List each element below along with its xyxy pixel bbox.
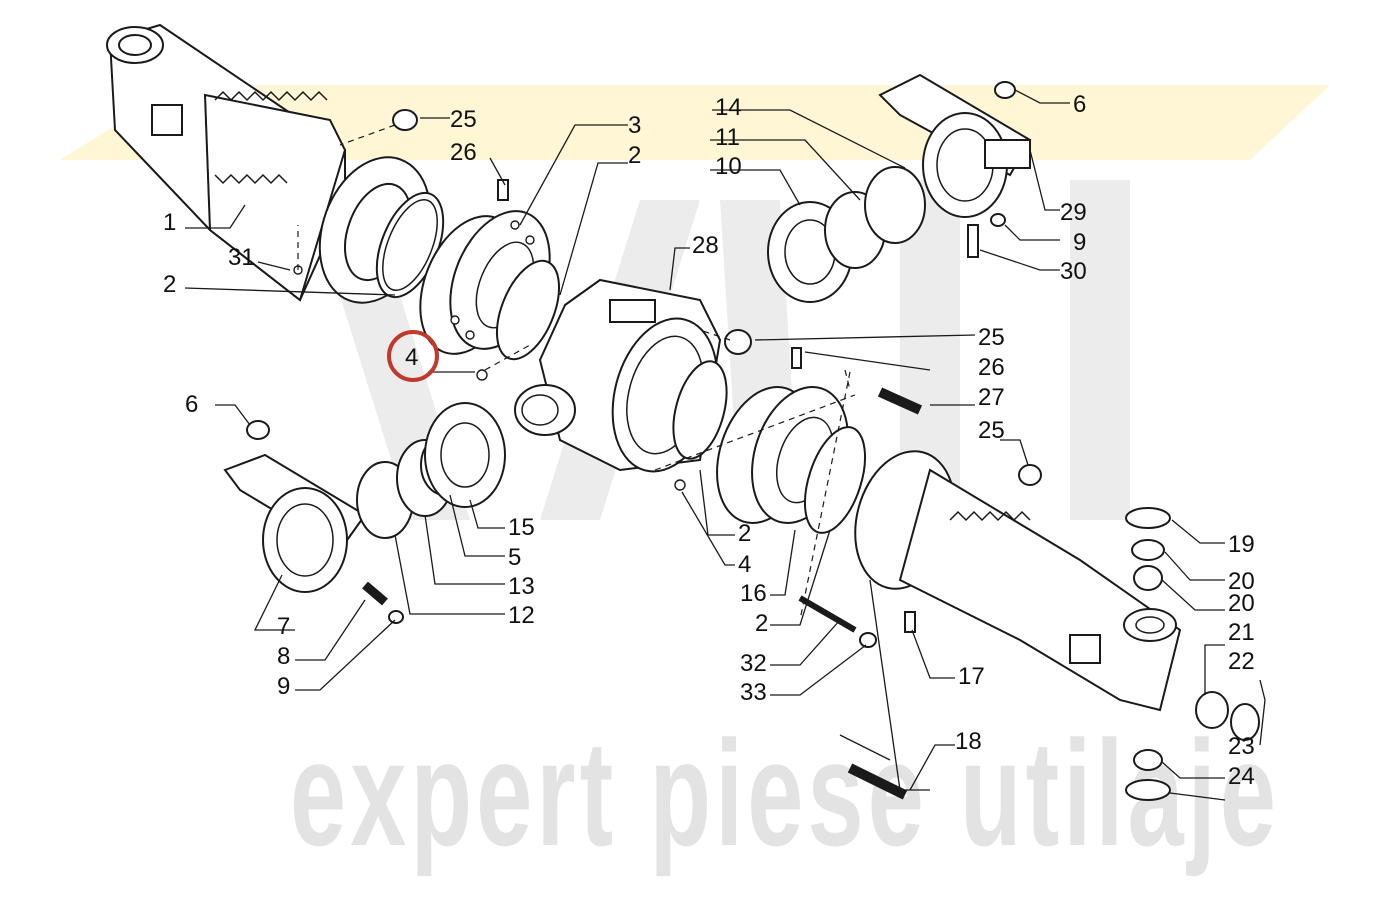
- thrust-washer-15: [424, 402, 506, 508]
- watermark-text: expert piese utilaje: [290, 709, 1280, 877]
- washer-24-lower: [1125, 779, 1171, 801]
- plug-6-left: [246, 420, 270, 440]
- nut-33: [859, 632, 877, 648]
- lower-trunnion-carrier-7: [223, 453, 367, 593]
- bolt-8: [362, 581, 388, 606]
- grease-fitting-9-left: [388, 610, 404, 624]
- part-labels: 25 26 3 2 1 31 2 4 28 14 11 10 6 29 9 30…: [163, 91, 1255, 790]
- left-axle-housing: [106, 23, 432, 304]
- plug-6-top: [994, 81, 1016, 99]
- label-15: 15: [508, 514, 535, 541]
- label-21: 21: [1228, 619, 1255, 646]
- grease-fitting-17: [904, 611, 916, 633]
- label-32: 32: [740, 650, 767, 677]
- plug-25-top: [392, 109, 418, 131]
- bushing-24: [1133, 749, 1163, 771]
- label-24: 24: [1228, 763, 1255, 790]
- label-2-bottom: 2: [755, 610, 768, 637]
- label-8: 8: [277, 643, 290, 670]
- label-17: 17: [958, 663, 985, 690]
- washer-19: [1125, 507, 1171, 529]
- label-20-top: 20: [1228, 568, 1255, 595]
- small-parts: [246, 81, 1260, 801]
- label-2-lower: 2: [738, 520, 751, 547]
- label-9-left: 9: [277, 673, 290, 700]
- bolt-18: [847, 763, 908, 800]
- label-33: 33: [740, 679, 767, 706]
- bolt-30: [967, 224, 979, 258]
- label-25-middle: 25: [978, 324, 1005, 351]
- right-axle-housing: [854, 450, 1182, 712]
- bushing-21: [1195, 691, 1229, 729]
- label-12: 12: [508, 602, 535, 629]
- o-ring-4-upper: [476, 369, 488, 381]
- seal-22-23: [1230, 703, 1260, 741]
- bushing-20-lower: [1133, 565, 1163, 591]
- label-7: 7: [277, 613, 290, 640]
- grease-fitting-26-middle: [791, 347, 802, 369]
- label-30: 30: [1060, 258, 1087, 285]
- label-2-left: 2: [163, 271, 176, 298]
- label-14: 14: [715, 94, 742, 121]
- label-4-lower: 4: [738, 551, 751, 578]
- upper-trunnion-carrier-29: [878, 73, 1032, 218]
- label-11: 11: [715, 124, 740, 151]
- label-9-top: 9: [1073, 229, 1086, 256]
- label-18: 18: [955, 728, 982, 755]
- label-1: 1: [163, 209, 176, 236]
- label-2-top: 2: [628, 142, 641, 169]
- grease-fitting-9-top: [990, 213, 1006, 227]
- label-29: 29: [1060, 199, 1087, 226]
- label-25-right: 25: [978, 417, 1005, 444]
- label-31: 31: [228, 244, 255, 271]
- bearing-cup-14: [864, 166, 926, 244]
- o-ring-2-lower: [803, 426, 867, 534]
- label-10: 10: [715, 153, 742, 180]
- o-ring-2-center: [496, 259, 560, 361]
- label-26-middle: 26: [978, 354, 1005, 381]
- plug-25-middle: [724, 329, 752, 355]
- bolt-27: [877, 387, 923, 415]
- label-27: 27: [978, 384, 1005, 411]
- label-25-top: 25: [450, 106, 477, 133]
- label-23: 23: [1228, 733, 1255, 760]
- label-16: 16: [740, 580, 767, 607]
- label-28: 28: [692, 232, 719, 259]
- label-13: 13: [508, 573, 535, 600]
- alignment-lines: [297, 124, 856, 621]
- o-ring-4-lower: [674, 479, 686, 491]
- label-6-top: 6: [1073, 91, 1086, 118]
- label-20: 20: [1228, 590, 1255, 617]
- leader-lines: [184, 89, 1266, 801]
- label-6-left: 6: [185, 391, 198, 418]
- stud-32: [798, 595, 857, 633]
- label-26-top: 26: [450, 139, 477, 166]
- label-19: 19: [1228, 531, 1255, 558]
- label-4-highlighted: 4: [405, 344, 418, 371]
- label-5: 5: [508, 544, 521, 571]
- highlight-ring: [387, 330, 439, 382]
- bushing-20: [1131, 539, 1165, 561]
- grease-fitting-26-top: [497, 179, 509, 201]
- label-22: 22: [1228, 648, 1255, 675]
- label-3: 3: [628, 112, 641, 139]
- plug-25-right: [1018, 464, 1042, 486]
